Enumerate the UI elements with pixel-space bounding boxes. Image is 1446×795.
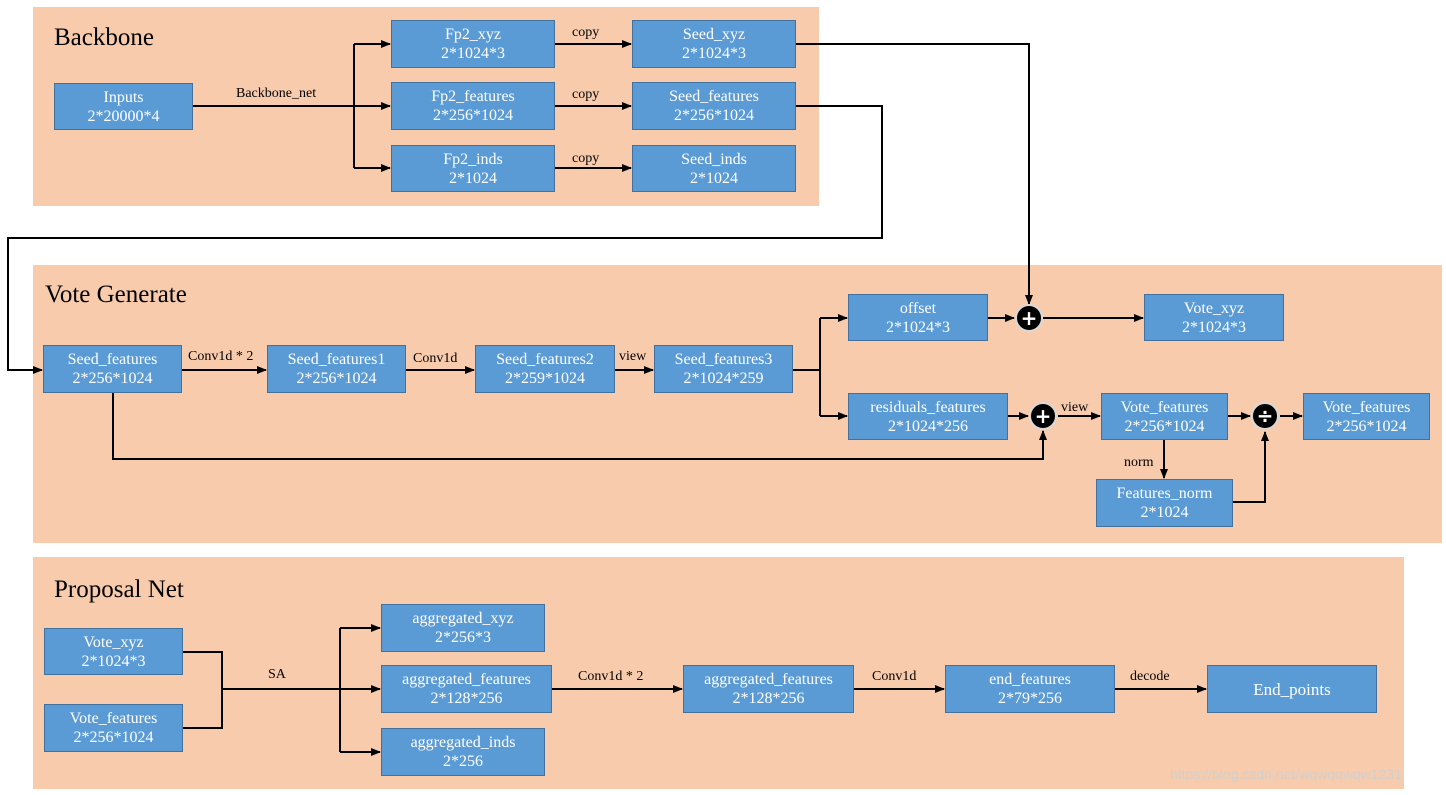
node-end-features-name: end_features — [989, 671, 1071, 688]
node-seed-features-vote: Seed_features 2*256*1024 — [43, 345, 182, 393]
node-end-features: end_features 2*79*256 — [945, 665, 1115, 713]
label-backbone-net: Backbone_net — [236, 86, 317, 101]
node-fp2-xyz-name: Fp2_xyz — [445, 26, 501, 43]
plus-operator-icon: + — [1029, 402, 1057, 430]
node-vote-features-shape: 2*256*1024 — [1124, 417, 1205, 435]
label-pn-conv1d: Conv1d — [872, 669, 917, 684]
node-seed-features-backbone-shape: 2*256*1024 — [674, 107, 754, 124]
node-pn-vote-features-name: Vote_features — [69, 710, 158, 727]
node-aggregated-inds-name: aggregated_inds — [410, 734, 516, 751]
plus-operator-icon: + — [1015, 304, 1043, 332]
node-aggregated-xyz: aggregated_xyz 2*256*3 — [381, 604, 545, 652]
label-copy-xyz: copy — [572, 25, 600, 40]
divide-operator-icon: ÷ — [1251, 402, 1279, 430]
node-seed-features3: Seed_features3 2*1024*259 — [654, 345, 793, 393]
node-vote-features: Vote_features 2*256*1024 — [1101, 393, 1228, 440]
vote-generate-title: Vote Generate — [45, 281, 187, 308]
node-seed-inds-shape: 2*1024 — [690, 169, 738, 187]
label-pn-conv1d-x2: Conv1d * 2 — [578, 669, 644, 684]
node-residuals-features-shape: 2*1024*256 — [888, 417, 968, 435]
node-seed-features1-shape: 2*256*1024 — [296, 370, 377, 387]
node-pn-vote-xyz-shape: 2*1024*3 — [81, 652, 146, 670]
watermark: https://blog.csdn.net/wqwqqwqw1231 — [1170, 766, 1402, 782]
node-aggregated-features: aggregated_features 2*128*256 — [381, 665, 552, 713]
node-pn-vote-xyz-name: Vote_xyz — [83, 633, 144, 651]
node-aggregated-inds-shape: 2*256 — [443, 753, 483, 770]
node-vote-features-out-name: Vote_features — [1322, 398, 1411, 416]
node-features-norm-shape: 2*1024 — [1140, 504, 1189, 521]
node-fp2-features-name: Fp2_features — [431, 88, 515, 105]
node-vote-xyz-name: Vote_xyz — [1183, 299, 1245, 317]
node-aggregated-xyz-name: aggregated_xyz — [412, 610, 514, 627]
label-sa: SA — [268, 667, 286, 682]
node-seed-inds: Seed_inds 2*1024 — [632, 145, 796, 192]
node-fp2-features: Fp2_features 2*256*1024 — [391, 82, 555, 130]
node-seed-features1-name: Seed_features1 — [287, 351, 386, 368]
node-inputs-shape: 2*20000*4 — [87, 107, 160, 125]
node-offset-name: offset — [899, 299, 937, 317]
node-seed-features-backbone-name: Seed_features — [669, 88, 759, 105]
node-aggregated-features-2-name: aggregated_features — [704, 671, 833, 688]
node-seed-inds-name: Seed_inds — [681, 150, 747, 168]
label-norm: norm — [1124, 455, 1154, 470]
node-end-points: End_points — [1207, 665, 1377, 713]
node-vote-xyz-shape: 2*1024*3 — [1182, 318, 1246, 336]
node-fp2-inds: Fp2_inds 2*1024 — [391, 145, 555, 192]
node-pn-vote-xyz: Vote_xyz 2*1024*3 — [44, 628, 183, 675]
label-view-2: view — [1061, 400, 1089, 415]
node-end-features-shape: 2*79*256 — [998, 690, 1062, 707]
node-aggregated-features-2-shape: 2*128*256 — [732, 690, 805, 707]
node-seed-features1: Seed_features1 2*256*1024 — [267, 345, 406, 393]
node-pn-vote-features-shape: 2*256*1024 — [73, 729, 154, 746]
node-seed-features2-name: Seed_features2 — [496, 351, 594, 368]
node-seed-xyz-name: Seed_xyz — [682, 26, 746, 43]
node-fp2-inds-shape: 2*1024 — [449, 169, 497, 187]
label-copy-inds: copy — [572, 151, 600, 166]
node-offset: offset 2*1024*3 — [848, 294, 988, 341]
node-aggregated-features-2: aggregated_features 2*128*256 — [683, 665, 854, 713]
node-end-points-name: End_points — [1253, 679, 1331, 699]
node-seed-xyz-shape: 2*1024*3 — [682, 45, 746, 62]
node-seed-features3-shape: 2*1024*259 — [683, 370, 764, 387]
label-conv1d-x2: Conv1d * 2 — [188, 349, 254, 364]
node-offset-shape: 2*1024*3 — [886, 318, 950, 336]
node-features-norm-name: Features_norm — [1116, 485, 1213, 502]
backbone-title: Backbone — [54, 24, 154, 51]
label-copy-features: copy — [572, 87, 600, 102]
node-fp2-features-shape: 2*256*1024 — [433, 107, 513, 124]
label-decode: decode — [1130, 669, 1170, 684]
node-vote-features-name: Vote_features — [1120, 398, 1209, 416]
node-seed-xyz: Seed_xyz 2*1024*3 — [632, 20, 796, 68]
node-residuals-features: residuals_features 2*1024*256 — [848, 393, 1008, 440]
proposal-net-title: Proposal Net — [54, 576, 184, 603]
node-vote-xyz: Vote_xyz 2*1024*3 — [1144, 294, 1284, 341]
node-vote-features-out: Vote_features 2*256*1024 — [1303, 393, 1430, 440]
node-seed-features3-name: Seed_features3 — [674, 351, 773, 368]
node-aggregated-features-name: aggregated_features — [402, 671, 531, 688]
node-fp2-inds-name: Fp2_inds — [443, 150, 503, 168]
node-residuals-features-name: residuals_features — [870, 398, 986, 416]
node-vote-features-out-shape: 2*256*1024 — [1326, 417, 1407, 435]
label-conv1d: Conv1d — [413, 351, 458, 366]
node-inputs: Inputs 2*20000*4 — [54, 83, 193, 130]
node-fp2-xyz-shape: 2*1024*3 — [441, 45, 505, 62]
node-seed-features-backbone: Seed_features 2*256*1024 — [632, 82, 796, 130]
node-seed-features-vote-name: Seed_features — [67, 351, 158, 368]
node-aggregated-features-shape: 2*128*256 — [430, 690, 503, 707]
node-features-norm: Features_norm 2*1024 — [1096, 479, 1233, 527]
node-aggregated-xyz-shape: 2*256*3 — [435, 629, 491, 646]
label-view: view — [619, 349, 647, 364]
node-seed-features-vote-shape: 2*256*1024 — [72, 370, 153, 387]
node-seed-features2: Seed_features2 2*259*1024 — [475, 345, 615, 393]
node-fp2-xyz: Fp2_xyz 2*1024*3 — [391, 20, 555, 68]
node-seed-features2-shape: 2*259*1024 — [505, 370, 585, 387]
node-aggregated-inds: aggregated_inds 2*256 — [381, 728, 545, 776]
node-pn-vote-features: Vote_features 2*256*1024 — [44, 704, 183, 752]
node-inputs-name: Inputs — [103, 88, 144, 106]
